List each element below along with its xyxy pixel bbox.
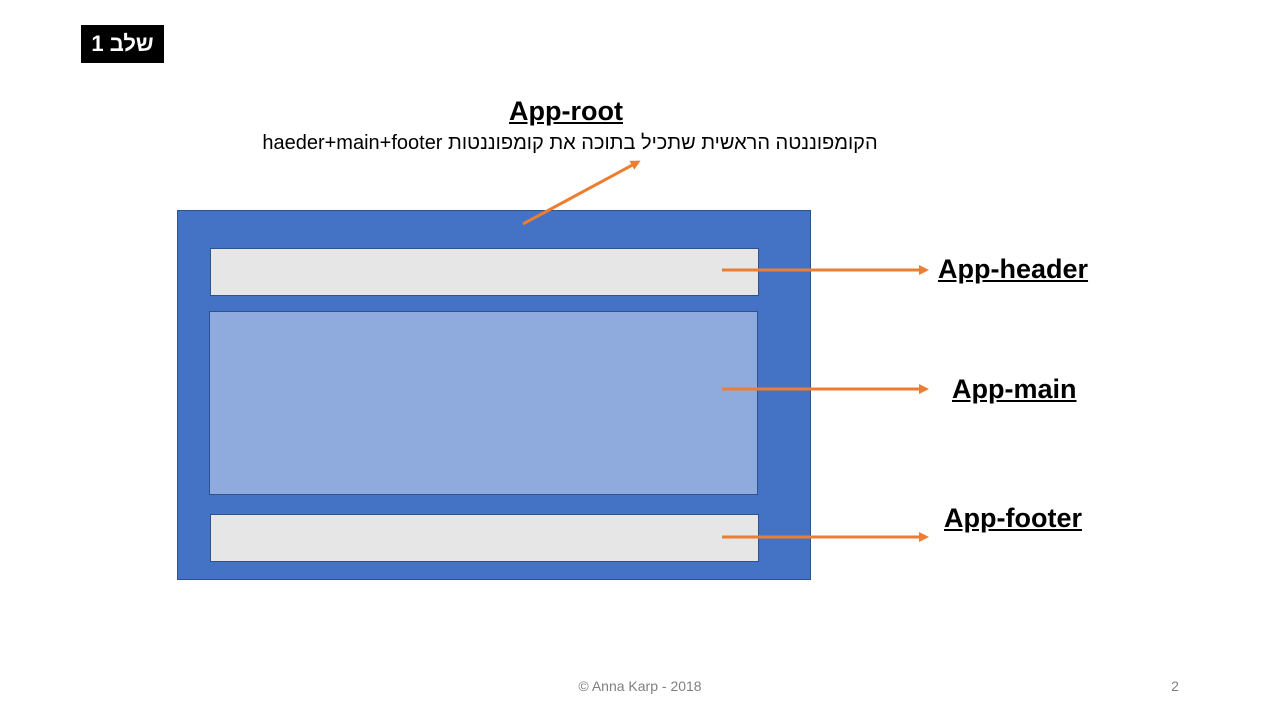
app-main-box <box>209 311 758 495</box>
page-number: 2 <box>1171 678 1179 694</box>
app-root-title: App-root <box>509 96 623 126</box>
step-badge: שלב 1 <box>81 25 164 63</box>
app-footer-box <box>210 514 759 562</box>
app-footer-label: App-footer <box>944 503 1082 533</box>
copyright-text: © Anna Karp - 2018 <box>578 678 702 694</box>
app-main-label: App-main <box>952 374 1077 404</box>
app-header-label: App-header <box>938 254 1089 284</box>
app-header-box <box>210 248 759 296</box>
app-root-description: הקומפוננטה הראשית שתכיל בתוכה את קומפוננ… <box>262 132 878 154</box>
